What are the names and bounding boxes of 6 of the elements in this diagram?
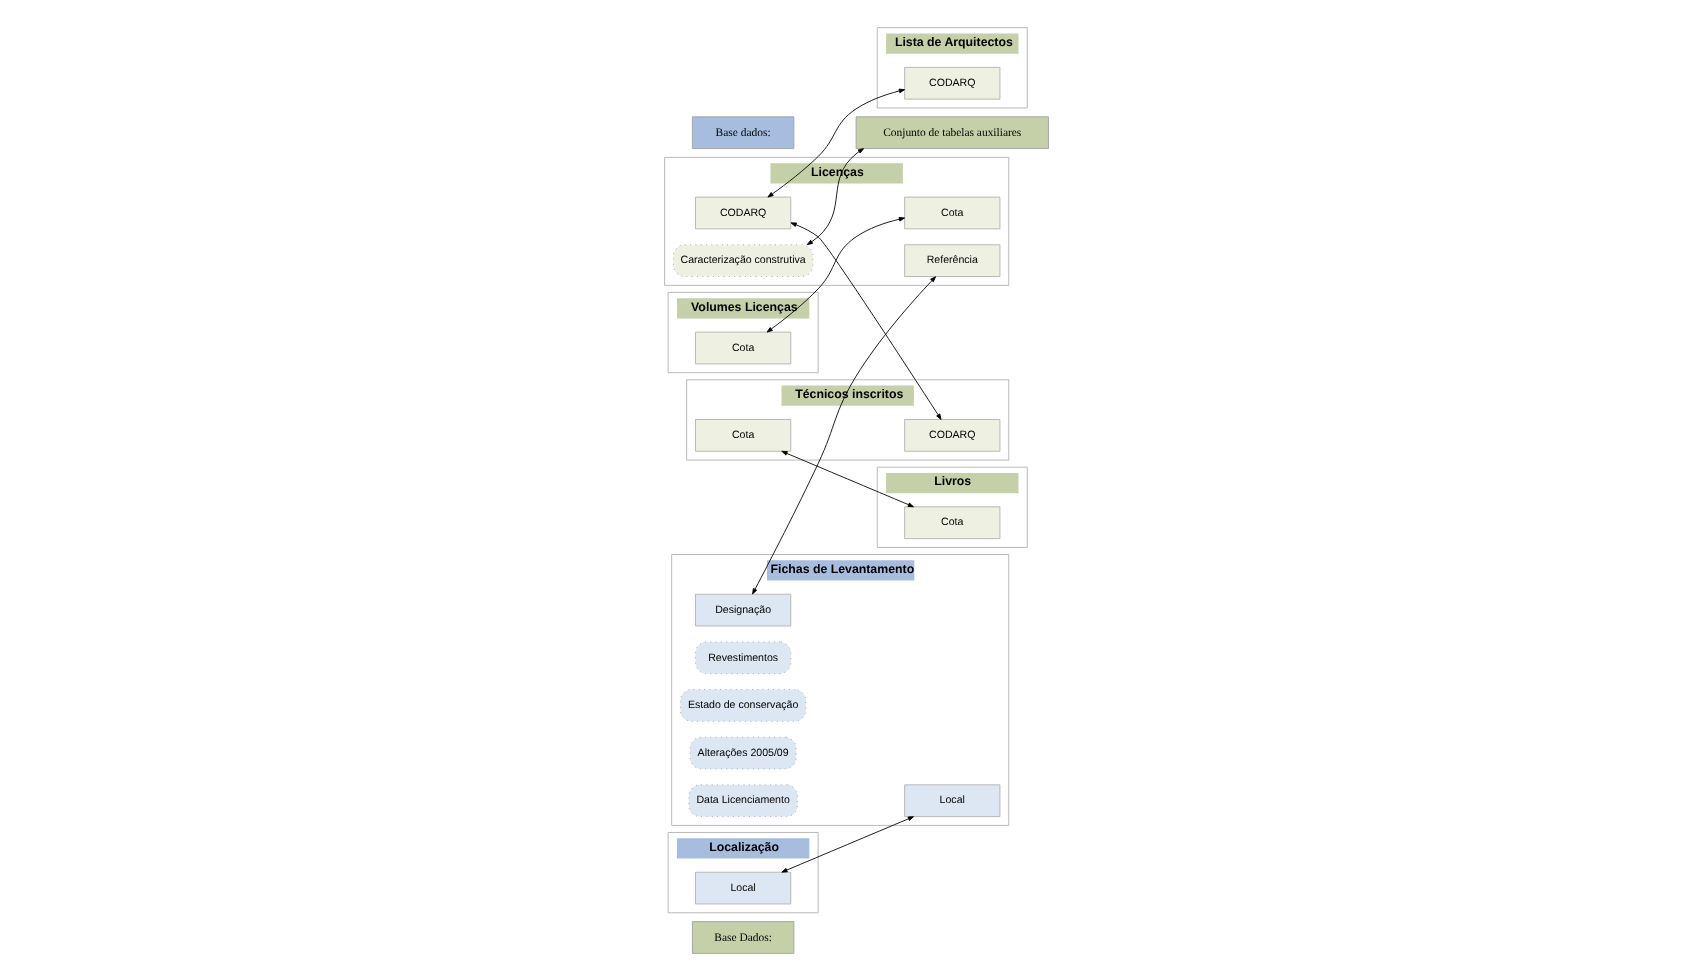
arrow: [780, 450, 913, 508]
arrow: [780, 816, 913, 873]
arrow: [789, 222, 941, 420]
arrow: [805, 148, 864, 246]
arrow: [765, 216, 905, 333]
arrow: [751, 276, 936, 595]
